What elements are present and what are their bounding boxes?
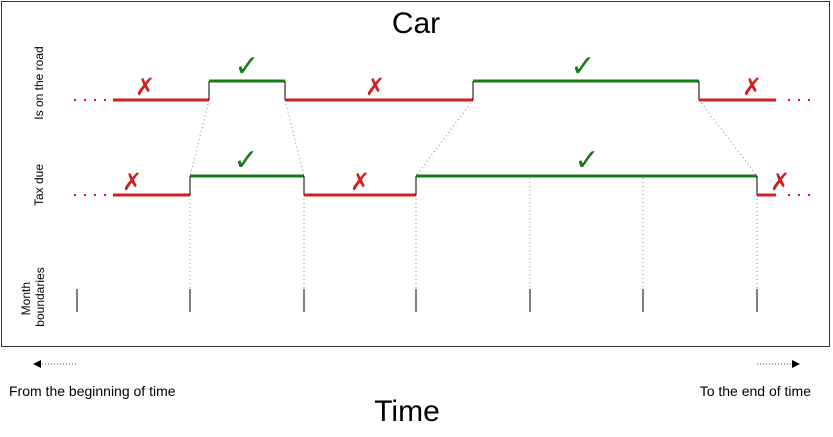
right-arrowhead-icon [792, 360, 800, 368]
connector-line [189, 99, 210, 177]
row-label-month-line1: Month [19, 282, 33, 315]
false-mark-icon: ✗ [122, 169, 142, 196]
row-label-on-road: Is on the road [32, 46, 46, 119]
false-mark-icon: ✗ [135, 74, 155, 101]
false-mark-icon: ✗ [350, 169, 370, 196]
road-to-tax-connectors [189, 99, 758, 177]
connector-line [415, 99, 474, 177]
signal-on-road: ✗ ✓ ✗ ✓ ✗ [74, 50, 810, 102]
month-boundary-ticks [76, 289, 758, 312]
diagram-title: Car [392, 7, 440, 40]
right-caption: To the end of time [700, 383, 812, 399]
right-arrow [757, 360, 800, 368]
false-mark-icon: ✗ [742, 74, 762, 101]
true-check-icon: ✓ [233, 144, 258, 177]
month-boundary-guides [189, 178, 758, 289]
true-check-icon: ✓ [234, 50, 259, 83]
false-mark-icon: ✗ [770, 169, 790, 196]
left-caption: From the beginning of time [9, 383, 176, 399]
true-check-icon: ✓ [574, 144, 599, 177]
row-label-tax-due: Tax due [32, 164, 46, 206]
time-axis-title: Time [374, 395, 440, 428]
row-label-month-line2: boundaries [33, 267, 47, 326]
diagram-frame [1, 1, 830, 347]
row-label-month-boundaries: Month boundaries [19, 267, 47, 326]
signal-tax-due: ✗ ✓ ✗ ✓ ✗ [74, 144, 810, 197]
false-mark-icon: ✗ [365, 74, 385, 101]
left-arrowhead-icon [33, 360, 41, 368]
connector-line [698, 99, 758, 177]
left-arrow [33, 360, 76, 368]
connector-line [284, 99, 305, 177]
true-check-icon: ✓ [570, 50, 595, 83]
